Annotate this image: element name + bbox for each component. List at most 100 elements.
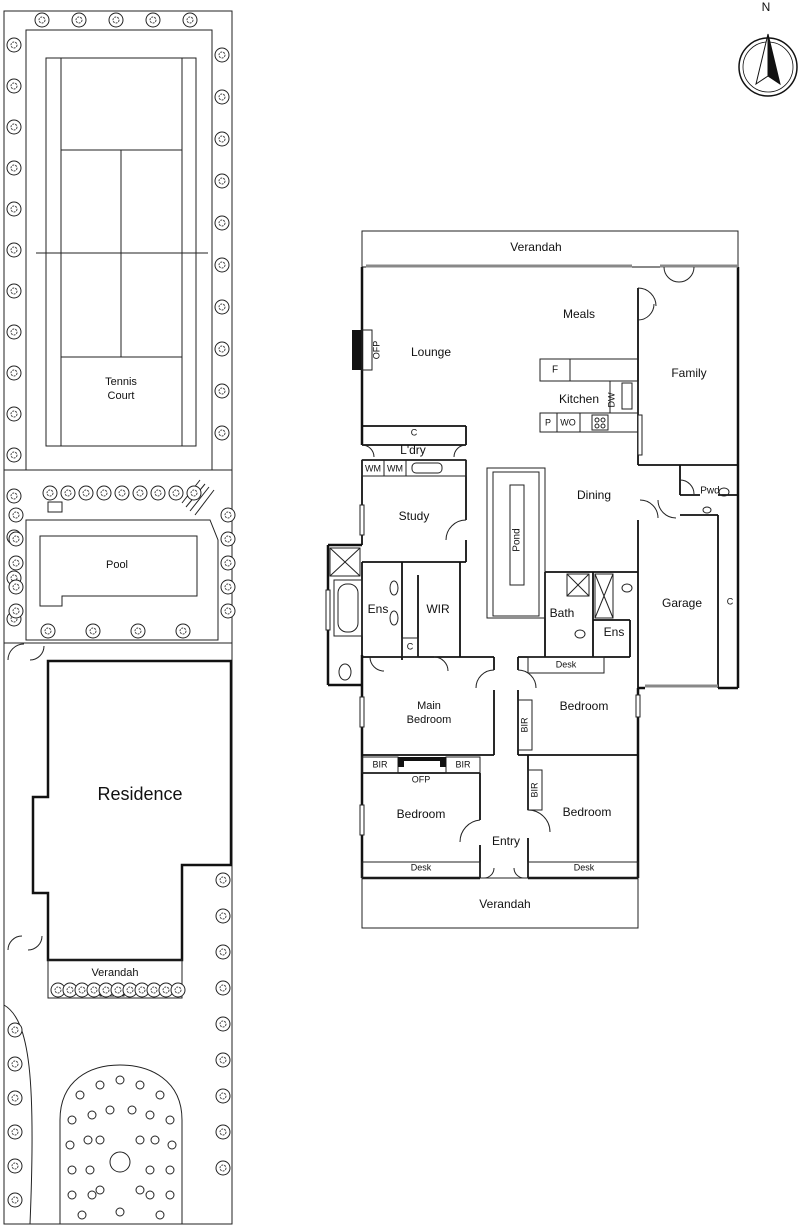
svg-text:OFP: OFP — [371, 341, 381, 360]
room-main-bedroom-2: Bedroom — [407, 714, 452, 726]
hedge-tree-icon — [220, 531, 236, 547]
residence-footprint — [31, 659, 233, 962]
svg-text:C: C — [411, 427, 418, 437]
door-swings — [361, 287, 695, 879]
room-study: Study — [399, 509, 430, 523]
hedge-tree-core — [10, 410, 18, 418]
hedge-tree-icon — [6, 160, 22, 176]
svg-text:Desk: Desk — [574, 862, 595, 872]
tennis-enclosure — [25, 29, 213, 471]
hedge-trees — [6, 12, 236, 1220]
shrub-icon — [95, 1135, 105, 1145]
svg-text:Desk: Desk — [556, 659, 577, 669]
residence-label: Residence — [97, 784, 182, 804]
hedge-tree-icon — [8, 603, 24, 619]
shrub-icon — [155, 1090, 165, 1100]
hedge-tree-core — [138, 986, 146, 994]
tennis-court: Tennis Court — [36, 57, 208, 447]
hedge-tree-icon — [214, 131, 230, 147]
hedge-tree-icon — [215, 1052, 231, 1068]
hedge-tree-core — [10, 41, 18, 49]
shrub-icon — [85, 1165, 95, 1175]
hedge-tree-core — [90, 986, 98, 994]
hedge-tree-core — [218, 387, 226, 395]
hedge-tree-core — [12, 511, 20, 519]
hedge-tree-core — [218, 51, 226, 59]
hedge-tree-core — [10, 164, 18, 172]
room-garage: Garage — [662, 596, 702, 610]
room-lounge: Lounge — [411, 345, 451, 359]
hedge-tree-icon — [214, 425, 230, 441]
verandah-bottom — [361, 877, 639, 929]
svg-text:C: C — [727, 596, 734, 606]
hedge-tree-core — [100, 489, 108, 497]
shrub-icon — [145, 1190, 155, 1200]
hedge-tree-core — [10, 369, 18, 377]
room-kitchen: Kitchen — [559, 392, 599, 406]
hedge-tree-core — [218, 429, 226, 437]
hedge-tree-core — [219, 912, 227, 920]
shrub-icon — [127, 1105, 137, 1115]
pool — [39, 535, 198, 607]
tennis-court-label-1: Tennis — [105, 376, 137, 388]
hedge-tree-core — [11, 1026, 19, 1034]
hedge-tree-core — [134, 627, 142, 635]
hedge-tree-icon — [6, 78, 22, 94]
hedge-tree-icon — [8, 531, 24, 547]
hedge-tree-icon — [6, 365, 22, 381]
svg-text:WM: WM — [387, 463, 403, 473]
hedge-tree-core — [218, 177, 226, 185]
shrub-icon — [115, 1075, 125, 1085]
bath-shower-icon — [566, 573, 590, 597]
room-bedroom-4: Bedroom — [563, 805, 612, 819]
svg-text:F: F — [552, 365, 558, 376]
shrub-icon — [77, 1210, 87, 1220]
hedge-tree-icon — [215, 1088, 231, 1104]
toilet-icon — [338, 663, 352, 681]
hedge-tree-icon — [215, 1124, 231, 1140]
hedge-tree-core — [11, 1196, 19, 1204]
hedge-tree-icon — [8, 555, 24, 571]
hedge-tree-core — [12, 583, 20, 591]
hedge-tree-icon — [175, 623, 191, 639]
hedge-tree-icon — [186, 485, 202, 501]
svg-text:BIR: BIR — [372, 759, 388, 769]
hedge-tree-core — [10, 123, 18, 131]
shrub-icon — [135, 1135, 145, 1145]
hedge-tree-core — [219, 1020, 227, 1028]
shrub-icon — [95, 1185, 105, 1195]
shrub-icon — [67, 1115, 77, 1125]
svg-text:BIR: BIR — [529, 782, 539, 798]
hedge-tree-icon — [108, 12, 124, 28]
shrub-icon — [135, 1185, 145, 1195]
lot-boundary — [3, 10, 233, 1225]
pool-label: Pool — [106, 559, 128, 571]
hedge-tree-core — [11, 1094, 19, 1102]
hedge-tree-icon — [6, 242, 22, 258]
hedge-tree-icon — [214, 341, 230, 357]
svg-text:OFP: OFP — [412, 774, 431, 784]
hedge-tree-core — [102, 986, 110, 994]
shrub-icon — [145, 1110, 155, 1120]
hedge-tree-icon — [6, 283, 22, 299]
hedge-tree-icon — [215, 980, 231, 996]
hedge-tree-icon — [85, 623, 101, 639]
hedge-tree-icon — [6, 406, 22, 422]
hedge-tree-icon — [34, 12, 50, 28]
hedge-tree-icon — [132, 485, 148, 501]
hedge-tree-core — [219, 948, 227, 956]
shrub-icon — [165, 1165, 175, 1175]
hedge-tree-core — [75, 16, 83, 24]
hedge-tree-core — [10, 451, 18, 459]
hedge-tree-icon — [220, 507, 236, 523]
hedge-tree-core — [136, 489, 144, 497]
shrub-icon — [165, 1190, 175, 1200]
driveway-edge — [3, 1004, 33, 1225]
hedge-tree-icon — [220, 603, 236, 619]
hedge-tree-core — [174, 986, 182, 994]
hedge-tree-core — [10, 246, 18, 254]
shrub-icon — [75, 1090, 85, 1100]
hedge-tree-core — [150, 986, 158, 994]
hedge-tree-icon — [71, 12, 87, 28]
